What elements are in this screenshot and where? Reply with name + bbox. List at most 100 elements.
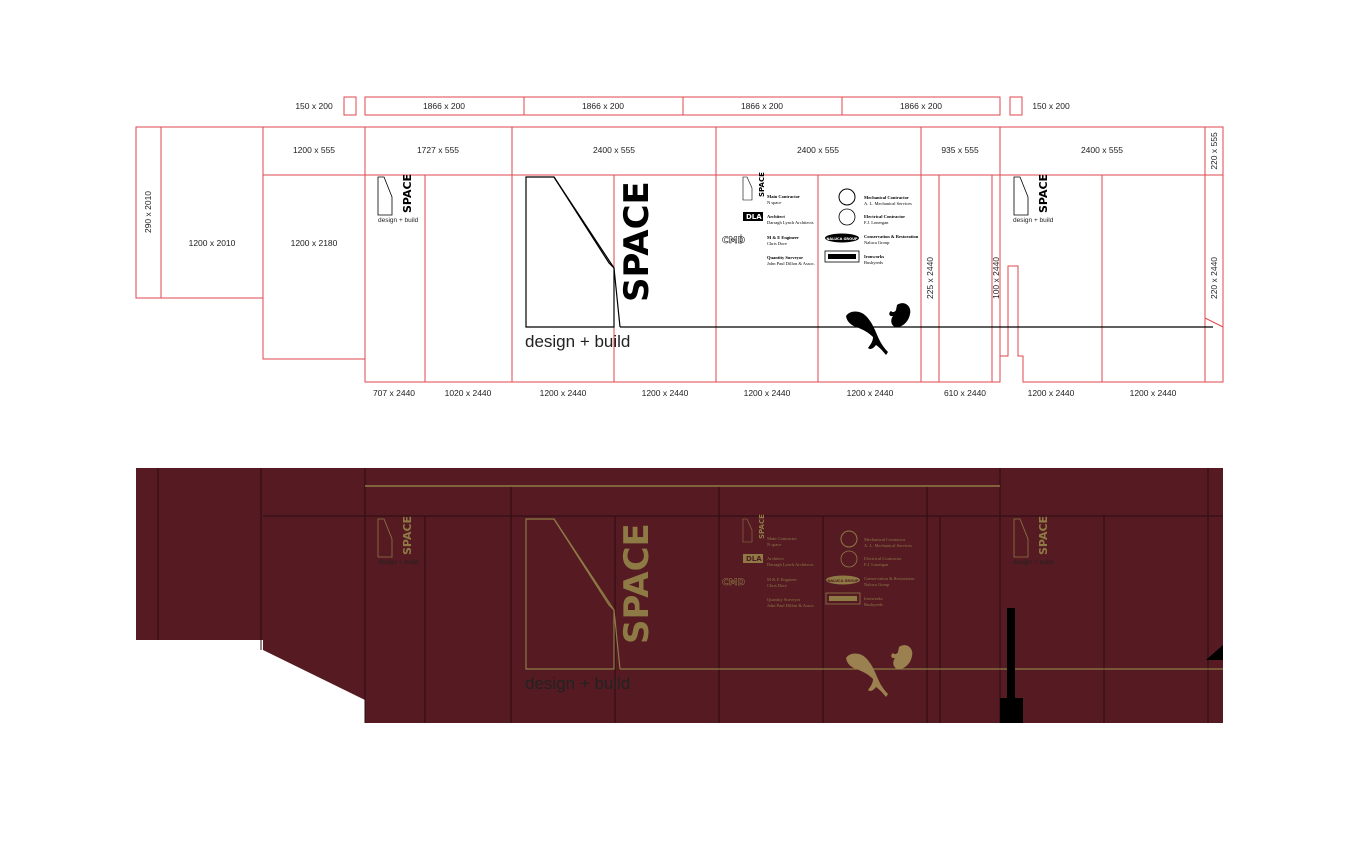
- top-strip-box: [343, 96, 357, 116]
- credit-name: Bushyreds: [864, 260, 883, 265]
- vertical-label: 220 x 2440: [1209, 257, 1219, 299]
- bottom-label: 1200 x 2440: [1130, 388, 1177, 398]
- small-logo: SPACE design + build: [1013, 174, 1054, 224]
- credit-name: F.J. Lonergan: [864, 220, 889, 225]
- credit-name: Chris Dore: [767, 583, 787, 588]
- credit-name: Darragh Lynch Architects: [767, 220, 814, 225]
- side-labels: 290 x 2010 1200 x 2010 1200 x 2180 225 x…: [143, 191, 1219, 299]
- electrical-logo: [838, 208, 856, 226]
- top-strip-label: 1866 x 200: [423, 101, 465, 111]
- bottom-label: 1200 x 2440: [1028, 388, 1075, 398]
- end-panel-bevel: [1204, 317, 1224, 328]
- credit-role: Main Contractor: [767, 536, 797, 541]
- credit-role: Electrical Contractor: [864, 214, 905, 219]
- notched-panel: [999, 174, 1103, 383]
- brand-word: SPACE: [617, 523, 657, 644]
- big-logo: SPACE design + build: [525, 518, 657, 693]
- header-label: 935 x 555: [941, 145, 979, 155]
- brand-tagline: design + build: [378, 559, 419, 566]
- credit-name: A. L. Mechanical Services: [864, 201, 912, 206]
- credit-name: F.J. Lonergan: [864, 562, 889, 567]
- brand-word: SPACE: [758, 172, 766, 197]
- credit-role: M & E Engineer: [767, 577, 797, 582]
- credit-name: Bushyreds: [864, 602, 883, 607]
- panel-outlines: [135, 126, 1224, 383]
- main-panel: [1101, 174, 1206, 383]
- top-strip-label: 150 x 200: [1032, 101, 1070, 111]
- end-panel: [1204, 174, 1224, 383]
- brand-tagline: design + build: [378, 217, 419, 224]
- hoarding-render: SPACE design + build SPACE design + buil…: [136, 468, 1223, 723]
- header-label: 2400 x 555: [1081, 145, 1123, 155]
- big-logo: SPACE design + build: [525, 176, 657, 351]
- brand-word: SPACE: [758, 514, 766, 539]
- mid-panel-label: 1200 x 2180: [291, 238, 338, 248]
- small-logo: SPACE design + build: [377, 516, 419, 566]
- architect-logo: [743, 554, 763, 563]
- conservation-logo-text: NALUCA GROUP: [827, 579, 858, 583]
- credit-role: Ironworks: [864, 596, 883, 601]
- bottom-label: 707 x 2440: [373, 388, 415, 398]
- small-logo: SPACE design + build: [377, 174, 419, 224]
- credit-name: John Paul Dillon & Assoc.: [767, 261, 815, 266]
- brand-word: SPACE: [1037, 174, 1050, 213]
- end-panel-label: 290 x 2010: [143, 191, 153, 233]
- top-strip-label: 1866 x 200: [582, 101, 624, 111]
- vertical-label: 100 x 2440: [991, 257, 1001, 299]
- squirrel-large-icon: [846, 653, 888, 697]
- main-panel: [715, 174, 819, 383]
- header-label: 1727 x 555: [417, 145, 459, 155]
- architect-logo-text: DLA: [746, 213, 762, 221]
- top-strip-box: [1009, 96, 1023, 116]
- credit-role: Conservation & Restoration: [864, 576, 915, 581]
- header-label: 220 x 555: [1209, 132, 1219, 170]
- top-strip-label: 150 x 200: [295, 101, 333, 111]
- credit-name: Darragh Lynch Architects: [767, 562, 814, 567]
- credit-role: Architect: [767, 556, 784, 561]
- credit-role: Architect: [767, 214, 785, 219]
- main-panel: [364, 174, 426, 383]
- credit-name: Naluca Group: [864, 582, 890, 587]
- render-panel-seams: [157, 468, 1223, 723]
- credit-role: Quantity Surveyor: [767, 255, 803, 260]
- architect-logo: [743, 212, 763, 221]
- artwork-render: SPACE design + build SPACE design + buil…: [377, 514, 1223, 697]
- top-strip: [343, 96, 1023, 116]
- credit-name: N space: [767, 200, 781, 205]
- credit-name: N space: [767, 542, 781, 547]
- squirrel-small-icon: [891, 645, 913, 669]
- ironworks-logo: [824, 250, 860, 263]
- bottom-label: 1200 x 2440: [744, 388, 791, 398]
- main-panel: [938, 174, 993, 383]
- squirrel-large-icon: [846, 311, 888, 355]
- brand-tagline: design + build: [1013, 559, 1054, 566]
- bottom-label: 1200 x 2440: [847, 388, 894, 398]
- header-label: 2400 x 555: [797, 145, 839, 155]
- squirrel-small-icon: [889, 303, 911, 327]
- top-strip-label: 1866 x 200: [741, 101, 783, 111]
- credit-name: A. L. Mechanical Services: [864, 543, 912, 548]
- bottom-label: 1200 x 2440: [540, 388, 587, 398]
- vertical-label: 225 x 2440: [925, 257, 935, 299]
- top-strip-labels: 150 x 200 1866 x 200 1866 x 200 1866 x 2…: [295, 101, 1070, 111]
- mid-panel: [262, 174, 366, 360]
- conservation-logo: [826, 575, 860, 585]
- ironworks-logo: [825, 592, 861, 605]
- bottom-labels: 707 x 2440 1020 x 2440 1200 x 2440 1200 …: [373, 388, 1177, 398]
- engineer-logo: CMD: [722, 578, 745, 588]
- credit-role: Ironworks: [864, 254, 884, 259]
- low-panel-label: 1200 x 2010: [189, 238, 236, 248]
- bottom-label: 1020 x 2440: [445, 388, 492, 398]
- credit-role: Mechanical Contractor: [864, 195, 909, 200]
- credit-name: John Paul Dillon & Assoc.: [767, 603, 815, 608]
- bottom-label: 1200 x 2440: [642, 388, 689, 398]
- conservation-logo-text: NALUCA GROUP: [826, 237, 857, 241]
- brand-tagline: design + build: [525, 674, 630, 693]
- credits-block: SPACE Main Contractor N space DLA Archit…: [722, 514, 915, 608]
- low-panel: [160, 126, 264, 299]
- mechanical-logo: [840, 530, 858, 548]
- top-strip-label: 1866 x 200: [900, 101, 942, 111]
- main-panel: [817, 174, 922, 383]
- credit-name: Naluca Group: [864, 240, 890, 245]
